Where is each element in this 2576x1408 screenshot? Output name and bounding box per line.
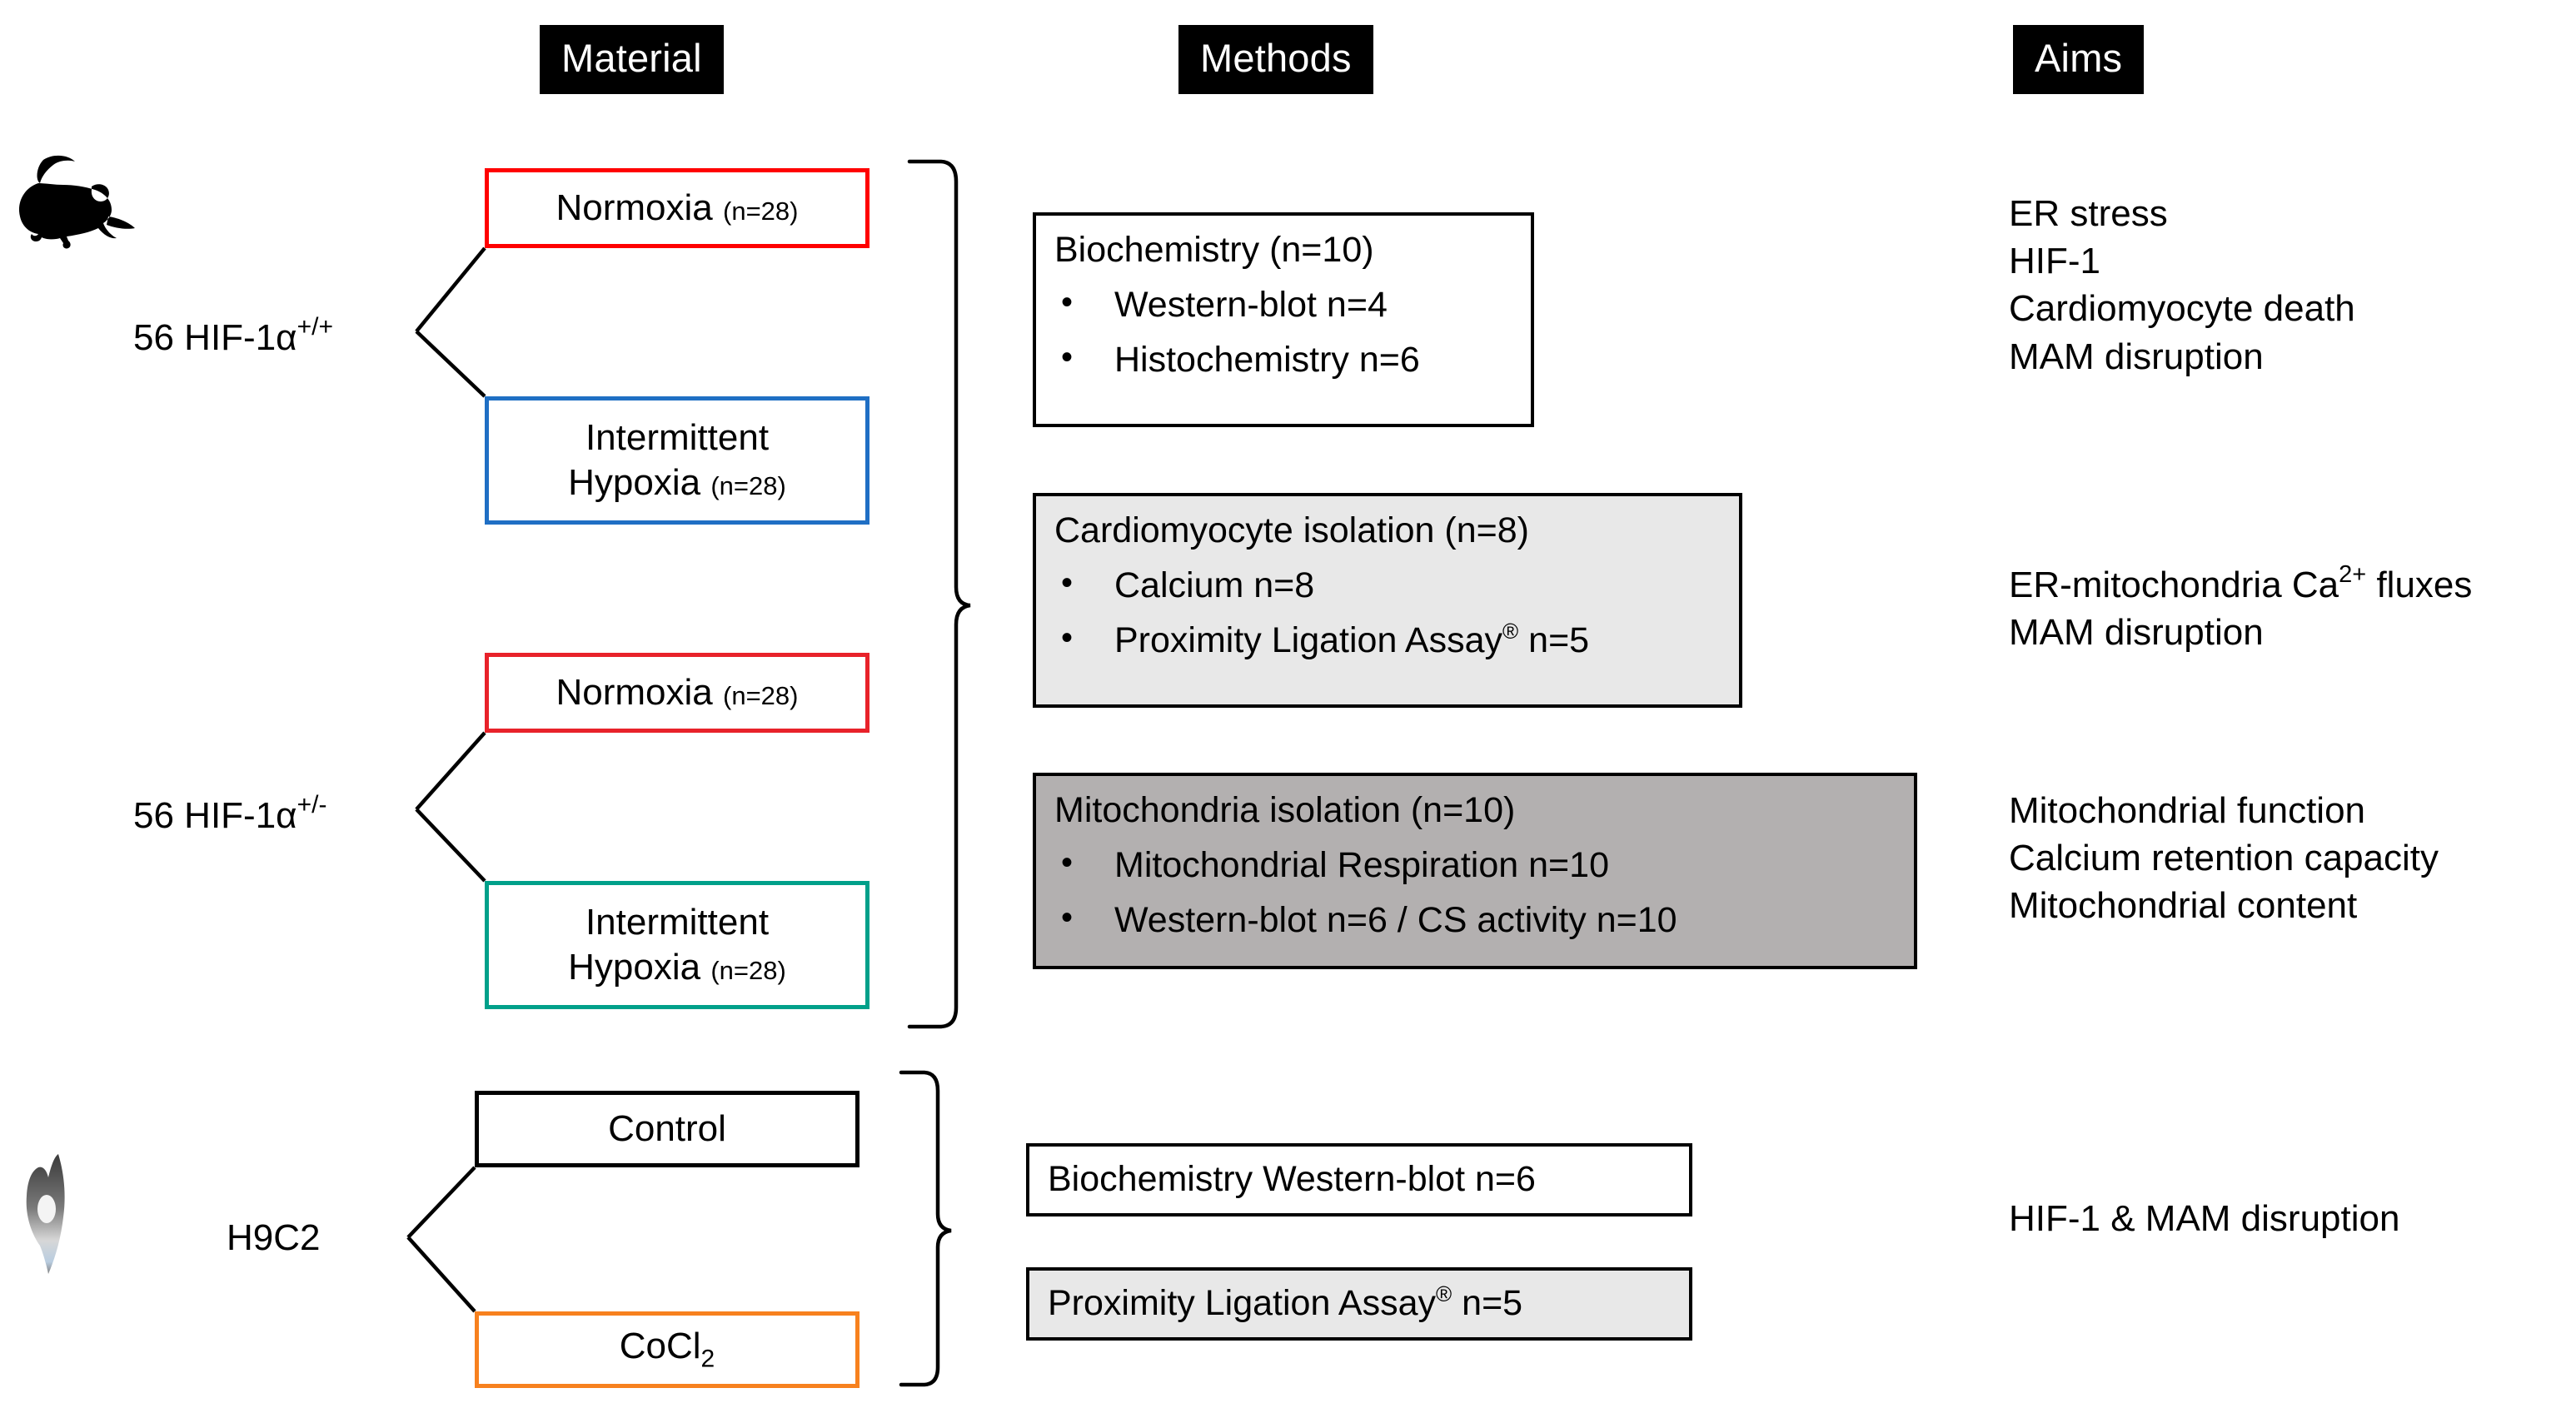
aims-line: ER-mitochondria Ca2+ fluxes	[2009, 560, 2472, 609]
material-group-label-h9c2: H9C2	[227, 1220, 321, 1256]
material-box-n: (n=28)	[710, 471, 786, 500]
bullet-icon: •	[1061, 564, 1074, 601]
list-item-label: Western-blot n=6 / CS activity n=10	[1114, 899, 1677, 940]
method-box-title: Mitochondria isolation (n=10)	[1054, 790, 1516, 830]
bullet-icon: •	[1061, 898, 1074, 936]
aims-group-1: ER stress HIF-1 Cardiomyocyte death MAM …	[2009, 190, 2355, 381]
aims-line-post: fluxes	[2366, 564, 2473, 605]
method-box-item-list: • Calcium n=8 • Proximity Ligation Assay® …	[1054, 563, 1722, 664]
aims-line: ER stress	[2009, 193, 2168, 234]
method-box-item-list: • Western-blot n=4 • Histochemistry n=6	[1054, 282, 1514, 384]
brace-mouse-groups	[907, 159, 971, 1029]
material-box-n: (n=28)	[723, 197, 799, 226]
connector-fork-het	[415, 731, 486, 883]
connector-fork-wt	[415, 246, 486, 398]
method-box-title-pre: Proximity Ligation Assay	[1048, 1283, 1437, 1324]
aims-line: Cardiomyocyte death	[2009, 288, 2355, 330]
method-box-title-wrap: Proximity Ligation Assay® n=5	[1048, 1281, 1522, 1327]
aims-line: MAM disruption	[2009, 612, 2264, 654]
material-box-hypoxia-het[interactable]: Intermittent Hypoxia (n=28)	[485, 881, 869, 1009]
registered-trademark-icon: ®	[1502, 618, 1519, 644]
material-box-title-2: Hypoxia	[568, 947, 701, 988]
material-box-hypoxia-wt[interactable]: Intermittent Hypoxia (n=28)	[485, 396, 869, 525]
list-item: • Western-blot n=6 / CS activity n=10	[1054, 898, 1897, 944]
mouse-icon	[18, 155, 136, 249]
material-group-label-superscript: +/+	[296, 313, 333, 341]
aims-line: HIF-1 & MAM disruption	[2009, 1198, 2400, 1239]
bullet-icon: •	[1061, 843, 1074, 881]
material-group-label-hif1a-het: 56 HIF-1α+/-	[133, 793, 326, 834]
material-group-label-text: H9C2	[227, 1217, 321, 1258]
method-box-title: Biochemistry (n=10)	[1054, 230, 1374, 270]
list-item: • Calcium n=8	[1054, 563, 1722, 609]
bullet-icon: •	[1061, 338, 1074, 376]
list-item-label: Mitochondrial Respiration n=10	[1114, 844, 1609, 885]
method-box-mitochondria-isolation[interactable]: Mitochondria isolation (n=10) • Mitochond…	[1033, 773, 1917, 969]
list-item-label: Histochemistry n=6	[1114, 339, 1420, 380]
material-group-label-text: 56 HIF-1α	[133, 317, 297, 358]
column-header-methods: Methods	[1178, 25, 1373, 94]
material-group-label-hif1a-wt: 56 HIF-1α+/+	[133, 315, 333, 356]
material-box-title: Normoxia	[556, 672, 713, 714]
material-box-n: (n=28)	[710, 956, 786, 985]
material-box-title-2: Hypoxia	[568, 462, 701, 503]
list-item: • Western-blot n=4	[1054, 282, 1514, 329]
material-box-subscript: 2	[700, 1345, 715, 1373]
method-box-proximity-ligation-assay[interactable]: Proximity Ligation Assay® n=5	[1026, 1267, 1692, 1341]
list-item: • Proximity Ligation Assay® n=5	[1054, 618, 1722, 664]
material-box-n: (n=28)	[723, 681, 799, 711]
list-item-label-pre: Proximity Ligation Assay	[1114, 619, 1503, 660]
material-box-title: Control	[608, 1108, 726, 1150]
aims-group-2: ER-mitochondria Ca2+ fluxes MAM disrupti…	[2009, 560, 2472, 656]
column-header-material: Material	[540, 25, 724, 94]
list-item: • Mitochondrial Respiration n=10	[1054, 843, 1897, 889]
aims-line: MAM disruption	[2009, 336, 2264, 377]
brace-h9c2-group	[899, 1070, 952, 1387]
aims-group-3: Mitochondrial function Calcium retention…	[2009, 787, 2439, 930]
material-box-normoxia-wt[interactable]: Normoxia (n=28)	[485, 168, 869, 248]
aims-line: Calcium retention capacity	[2009, 838, 2439, 879]
method-box-cardiomyocyte-isolation[interactable]: Cardiomyocyte isolation (n=8) • Calcium n…	[1033, 493, 1742, 708]
material-box-cocl2[interactable]: CoCl2	[475, 1311, 859, 1388]
list-item-label: Calcium n=8	[1114, 565, 1315, 605]
connector-fork-h9c2	[406, 1166, 476, 1313]
method-box-title: Biochemistry Western-blot n=6	[1048, 1159, 1536, 1200]
method-box-item-list: • Mitochondrial Respiration n=10 • Western…	[1054, 843, 1897, 944]
method-box-biochemistry-western-blot[interactable]: Biochemistry Western-blot n=6	[1026, 1143, 1692, 1216]
aims-group-4: HIF-1 & MAM disruption	[2009, 1195, 2399, 1242]
method-box-title-post: n=5	[1452, 1283, 1523, 1324]
material-box-title: CoCl	[619, 1326, 701, 1367]
column-header-aims: Aims	[2013, 25, 2145, 94]
aims-line: Mitochondrial function	[2009, 790, 2366, 831]
material-group-label-superscript: +/-	[296, 791, 327, 818]
aims-line-superscript: 2+	[2339, 561, 2367, 588]
material-box-normoxia-het[interactable]: Normoxia (n=28)	[485, 653, 869, 733]
aims-line: Mitochondrial content	[2009, 885, 2358, 927]
list-item: • Histochemistry n=6	[1054, 337, 1514, 384]
material-box-title: Normoxia	[556, 187, 713, 229]
method-box-biochemistry[interactable]: Biochemistry (n=10) • Western-blot n=4 • H…	[1033, 212, 1534, 427]
list-item-label-post: n=5	[1518, 619, 1590, 660]
material-box-control[interactable]: Control	[475, 1091, 859, 1167]
material-group-label-text: 56 HIF-1α	[133, 795, 297, 836]
material-box-title: Intermittent	[585, 417, 770, 459]
bullet-icon: •	[1061, 619, 1074, 656]
cell-icon	[26, 1154, 65, 1274]
aims-line-pre: ER-mitochondria Ca	[2009, 564, 2339, 605]
bullet-icon: •	[1061, 283, 1074, 321]
registered-trademark-icon: ®	[1436, 1281, 1452, 1306]
list-item-label: Western-blot n=4	[1114, 284, 1388, 325]
method-box-title: Cardiomyocyte isolation (n=8)	[1054, 510, 1530, 550]
material-box-title: Intermittent	[585, 902, 770, 943]
aims-line: HIF-1	[2009, 241, 2100, 282]
